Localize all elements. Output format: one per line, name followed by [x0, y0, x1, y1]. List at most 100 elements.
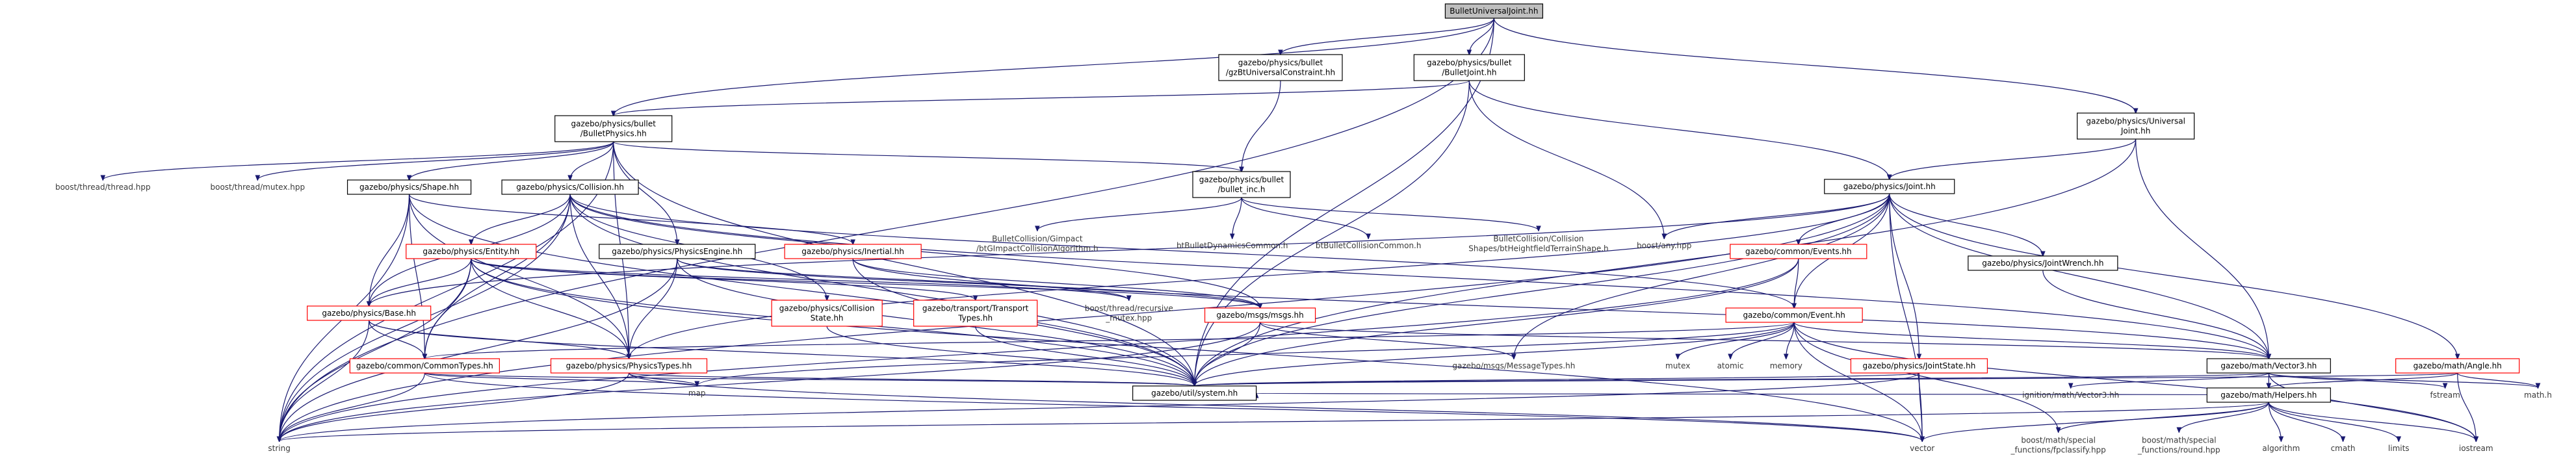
graph-node-shape[interactable]: gazebo/physics/Shape.hh	[346, 179, 472, 195]
graph-node-collision[interactable]: gazebo/physics/Collision.hh	[501, 179, 639, 195]
include-edge-root-to-univ	[1493, 18, 2135, 113]
include-edge-joint-to-vector	[1889, 193, 1922, 441]
include-edge-joint-to-jstate	[1889, 193, 1919, 359]
node-box	[1444, 3, 1544, 19]
include-edge-cstate-to-usys	[826, 326, 1194, 386]
graph-node-jwrench[interactable]: gazebo/physics/JointWrench.hh	[1968, 255, 2118, 271]
node-label: Joint.hh	[2120, 127, 2151, 136]
graph-node-vec3[interactable]: gazebo/math/Vector3.hh	[2206, 358, 2331, 374]
node-label: /BulletJoint.hh	[1442, 68, 1496, 77]
include-edge-cevent-to-ctypes	[424, 322, 1795, 359]
include-edge-jstate-to-vector	[1918, 372, 1922, 441]
node-label: mutex	[1665, 361, 1690, 370]
include-edge-ctypes-to-usys	[424, 372, 1194, 386]
graph-node-fpclass: boost/math/special_functions/fpclassify.…	[2010, 436, 2105, 455]
node-box	[1850, 358, 1988, 374]
include-edge-collision-to-vec3	[569, 194, 2269, 359]
include-edge-inertial-to-msgs	[852, 258, 1260, 308]
include-edge-univ-to-vec3	[2135, 138, 2269, 359]
include-edge-entity-to-ptypes	[471, 258, 629, 359]
graph-node-memory: memory	[1770, 361, 1802, 370]
node-label: gazebo/physics/Collision.hh	[516, 183, 624, 192]
include-edge-jwrench-to-vec3	[2042, 270, 2269, 359]
node-label: /BulletPhysics.hh	[580, 129, 647, 138]
node-box	[2206, 358, 2331, 374]
node-box	[1218, 54, 1343, 81]
include-edge-bphys-to-collision	[570, 141, 614, 180]
graph-node-root[interactable]: BulletUniversalJoint.hh	[1444, 3, 1544, 19]
node-label: gazebo/physics/PhysicsEngine.hh	[612, 247, 742, 256]
include-edge-jstate-to-usys	[1195, 372, 1920, 386]
graph-node-cevent[interactable]: gazebo/common/Event.hh	[1725, 307, 1863, 323]
include-edge-binc-to-hfield	[1241, 197, 1539, 231]
graph-node-gzbt[interactable]: gazebo/physics/bullet/gzBtUniversalConst…	[1218, 54, 1343, 81]
graph-node-cevents[interactable]: gazebo/common/Events.hh	[1730, 244, 1867, 259]
include-edge-cevent-to-map	[697, 322, 1795, 386]
include-edge-bphys-to-mutexhpp	[257, 141, 614, 180]
include-edge-msgs-to-usys	[1195, 322, 1261, 386]
node-box	[346, 179, 472, 195]
graph-node-map: map	[688, 389, 706, 398]
include-edge-ctypes-to-vector	[424, 372, 1922, 441]
node-label: gazebo/physics/Joint.hh	[1843, 182, 1936, 191]
node-box	[1204, 307, 1316, 323]
include-edge-entity-to-msgs	[471, 258, 1260, 308]
node-label: boost/thread/mutex.hpp	[211, 183, 306, 192]
node-label: Types.hh	[957, 314, 993, 323]
node-label: gazebo/common/Events.hh	[1745, 247, 1852, 256]
graph-node-mhelpers[interactable]: gazebo/math/Helpers.hh	[2206, 387, 2331, 403]
include-edge-bphys-to-pengine	[613, 141, 677, 244]
graph-node-univ[interactable]: gazebo/physics/UniversalJoint.hh	[2077, 112, 2195, 140]
graph-node-binc[interactable]: gazebo/physics/bullet/bullet_inc.h	[1192, 171, 1291, 198]
node-label: gazebo/msgs/msgs.hh	[1216, 311, 1303, 320]
include-edge-entity-to-base	[369, 258, 472, 306]
include-edge-angle-to-usys	[1195, 372, 2458, 386]
include-edge-cevent-to-vector	[1793, 322, 1922, 441]
graph-node-base[interactable]: gazebo/physics/Base.hh	[307, 305, 432, 321]
graph-node-round: boost/math/special_functions/round.hpp	[2137, 436, 2220, 455]
include-edge-ptypes-to-usys	[628, 372, 1195, 386]
graph-node-angle[interactable]: gazebo/math/Angle.hh	[2395, 358, 2520, 374]
graph-node-recmutex: boost/thread/recursive_mutex.hpp	[1085, 304, 1173, 323]
node-label: gazebo/math/Helpers.hh	[2220, 391, 2317, 400]
include-edge-ptypes-to-string	[280, 372, 630, 441]
include-edge-msgs-to-string	[280, 322, 1261, 441]
node-box	[1824, 179, 1955, 194]
include-edge-vec3-to-ignvec3	[2071, 372, 2269, 388]
include-edge-joint-to-vec3	[1889, 193, 2269, 359]
node-label: /gzBtUniversalConstraint.hh	[1226, 68, 1335, 77]
graph-node-joint[interactable]: gazebo/physics/Joint.hh	[1824, 179, 1955, 194]
include-edge-vec3-to-mathh	[2268, 372, 2538, 388]
graph-node-usys[interactable]: gazebo/util/system.hh	[1132, 385, 1257, 401]
node-box	[784, 244, 922, 259]
graph-node-ptypes[interactable]: gazebo/physics/PhysicsTypes.hh	[550, 358, 708, 374]
graph-node-mutexhpp: boost/thread/mutex.hpp	[211, 183, 306, 192]
include-edge-mhelpers-to-string	[280, 402, 2269, 441]
graph-node-fstream: fstream	[2430, 391, 2460, 400]
node-label: gazebo/common/CommonTypes.hh	[356, 361, 493, 370]
include-edge-gzbt-to-binc	[1242, 80, 1281, 172]
node-box	[1968, 255, 2118, 271]
graph-node-bjoint[interactable]: gazebo/physics/bullet/BulletJoint.hh	[1413, 54, 1525, 81]
graph-node-bphys[interactable]: gazebo/physics/bullet/BulletPhysics.hh	[554, 115, 673, 142]
graph-node-entity[interactable]: gazebo/physics/Entity.hh	[406, 244, 537, 259]
graph-node-pengine[interactable]: gazebo/physics/PhysicsEngine.hh	[599, 244, 756, 259]
graph-node-jstate[interactable]: gazebo/physics/JointState.hh	[1850, 358, 1988, 374]
include-edge-angle-to-mathh	[2457, 372, 2538, 388]
graph-node-msgtypes: gazebo/msgs/MessageTypes.hh	[1452, 361, 1575, 370]
include-edge-base-to-usys	[369, 320, 1195, 386]
node-label: gazebo/physics/bullet	[1199, 175, 1284, 185]
node-box	[307, 305, 432, 321]
graph-node-msgs[interactable]: gazebo/msgs/msgs.hh	[1204, 307, 1316, 323]
include-edge-bphys-to-string	[280, 141, 614, 441]
node-label: gazebo/math/Vector3.hh	[2220, 361, 2317, 370]
node-label: iostream	[2459, 444, 2493, 453]
include-edge-pengine-to-recmutex	[677, 258, 1129, 300]
node-label: algorithm	[2262, 444, 2300, 453]
graph-node-ctypes[interactable]: gazebo/common/CommonTypes.hh	[349, 358, 500, 374]
node-label: boost/any.hpp	[1637, 241, 1691, 250]
include-edge-jstate-to-string	[280, 372, 1920, 441]
graph-node-inertial[interactable]: gazebo/physics/Inertial.hh	[784, 244, 922, 259]
